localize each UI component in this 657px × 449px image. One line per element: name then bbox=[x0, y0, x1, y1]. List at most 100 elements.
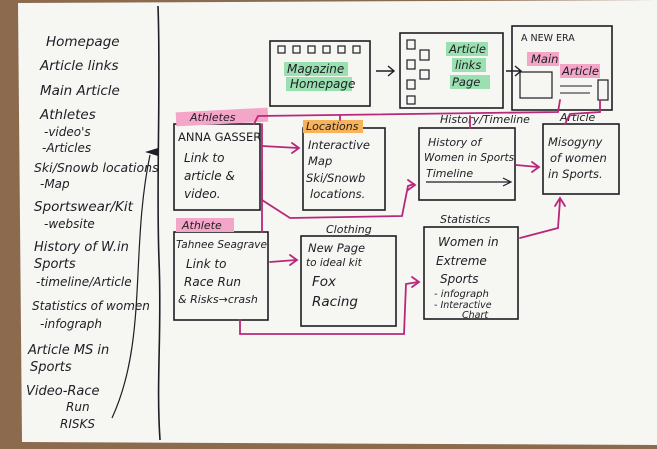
arrowhead-icon bbox=[407, 179, 417, 191]
highlight-pink bbox=[175, 107, 269, 127]
arrow-right-icon bbox=[506, 65, 523, 77]
connector bbox=[261, 145, 299, 149]
box-line: Interactive bbox=[308, 138, 370, 152]
sidebar-item: Video-Race bbox=[26, 384, 100, 399]
box-line: Chart bbox=[462, 310, 489, 321]
box-line: Extreme bbox=[436, 254, 487, 268]
image-placeholder bbox=[597, 79, 609, 101]
sidebar-item: Run bbox=[66, 400, 90, 414]
article-links-label-2: links bbox=[455, 58, 481, 72]
box-line: Tahnee Seagrave bbox=[176, 239, 267, 251]
highlight-orange bbox=[303, 120, 363, 133]
box-line: New Page bbox=[308, 241, 365, 255]
sidebar-item: -website bbox=[44, 217, 95, 231]
highlight-green bbox=[286, 77, 352, 91]
flow-connectors bbox=[239, 99, 601, 335]
sidebar-item: -infograph bbox=[40, 317, 102, 331]
main-article-label-1: Main bbox=[531, 52, 558, 66]
statistics-box: Statistics Women in Extreme Sports - inf… bbox=[423, 213, 519, 321]
homepage-wireframe: Magazine Homepage bbox=[269, 40, 371, 107]
athlete-tahnee-box: Athlete Tahnee Seagrave Link to Race Run… bbox=[173, 218, 269, 321]
box-line: to ideal kit bbox=[306, 257, 363, 269]
box-line: Misogyny bbox=[548, 135, 603, 149]
box-line: - Interactive bbox=[434, 300, 492, 311]
locations-box: Locations Interactive Map Ski/Snowb loca… bbox=[302, 120, 386, 211]
box-line: Ski/Snowb bbox=[306, 171, 365, 185]
connector bbox=[269, 259, 297, 263]
box-line: History of bbox=[428, 136, 483, 149]
highlight-pink bbox=[527, 52, 559, 66]
sidebar-item: Sports bbox=[30, 360, 72, 375]
sidebar-item: -Map bbox=[40, 177, 70, 191]
box-line: Fox bbox=[312, 274, 337, 290]
sidebar-item: Statistics of women bbox=[32, 299, 150, 313]
arrow-right-icon bbox=[502, 177, 513, 187]
sidebar-item: Ski/Snowb locations bbox=[34, 160, 159, 175]
homepage-label-2: Homepage bbox=[290, 77, 355, 91]
sidebar-item: Sports bbox=[34, 257, 76, 272]
sidebar-item: Article links bbox=[39, 58, 119, 74]
clothing-tag: Clothing bbox=[326, 223, 372, 236]
box-line: - infograph bbox=[434, 289, 489, 300]
arrowhead-icon bbox=[531, 161, 541, 173]
arrow-right-icon bbox=[376, 65, 396, 77]
arrowhead-icon bbox=[291, 142, 301, 154]
box-line: Race Run bbox=[184, 275, 241, 289]
sidebar-item: Sportswear/Kit bbox=[34, 199, 134, 215]
locations-tag: Locations bbox=[306, 120, 359, 133]
main-article-wireframe: A NEW ERA Main Article bbox=[511, 25, 613, 111]
connector bbox=[515, 164, 539, 168]
highlight-green bbox=[446, 42, 488, 56]
sidebar-item: Athletes bbox=[39, 107, 96, 123]
arrowhead-icon bbox=[289, 254, 299, 266]
sidebar-item: -timeline/Article bbox=[36, 275, 132, 289]
box-line: Link to bbox=[186, 257, 226, 271]
wireframe-thumbnails bbox=[406, 39, 430, 105]
wireframe-thumbnails bbox=[277, 45, 361, 54]
highlight-green bbox=[284, 62, 348, 76]
connector bbox=[239, 281, 419, 335]
highlight-pink bbox=[560, 64, 600, 78]
highlight-green bbox=[450, 75, 490, 89]
highlight-green bbox=[452, 58, 486, 72]
sidebar-item: RISKS bbox=[60, 417, 95, 431]
sidebar-item: -Articles bbox=[42, 141, 91, 155]
sidebar-arrow-icon bbox=[145, 148, 158, 156]
main-article-label-2: Article bbox=[561, 64, 599, 78]
box-line: Map bbox=[308, 154, 332, 168]
box-line: Women in Sports bbox=[424, 152, 515, 164]
athlete-anna-box: Athletes ANNA GASSER Link to article & v… bbox=[173, 107, 269, 211]
sidebar-item: Homepage bbox=[46, 34, 120, 50]
article-links-wireframe: Article links Page bbox=[399, 32, 504, 109]
box-line: of women bbox=[550, 151, 607, 165]
sidebar-list: Homepage Article links Main Article Athl… bbox=[26, 34, 159, 431]
statistics-tag: Statistics bbox=[440, 213, 491, 226]
connector bbox=[519, 199, 561, 239]
box-line: article & bbox=[184, 169, 235, 183]
sidebar-item: History of W.in bbox=[34, 240, 129, 255]
box-line: Racing bbox=[312, 294, 358, 310]
clothing-box: Clothing New Page to ideal kit Fox Racin… bbox=[300, 223, 397, 327]
article-links-label-3: Page bbox=[452, 75, 480, 89]
history-tag: History/Timeline bbox=[440, 113, 530, 126]
sidebar-item: Article MS in bbox=[27, 343, 109, 358]
sidebar-divider bbox=[157, 5, 161, 441]
sidebar-item: Main Article bbox=[40, 83, 120, 99]
box-line: ANNA GASSER bbox=[178, 130, 261, 144]
paper-sheet bbox=[18, 0, 657, 445]
arrowhead-icon bbox=[554, 196, 566, 207]
box-line: locations. bbox=[310, 187, 365, 201]
article-links-label-1: Article bbox=[448, 42, 486, 56]
highlight-pink bbox=[176, 218, 234, 232]
box-line: Sports bbox=[440, 272, 478, 286]
misogyny-tag: Article bbox=[559, 111, 596, 124]
box-line: in Sports. bbox=[548, 167, 603, 181]
text-lines bbox=[560, 85, 592, 94]
box-line: video. bbox=[184, 187, 221, 201]
box-line: & Risks→crash bbox=[178, 293, 258, 306]
misogyny-box: Article Misogyny of women in Sports. bbox=[542, 111, 620, 195]
main-article-header: A NEW ERA bbox=[521, 33, 575, 44]
history-box: History/Timeline History of Women in Spo… bbox=[418, 113, 530, 201]
